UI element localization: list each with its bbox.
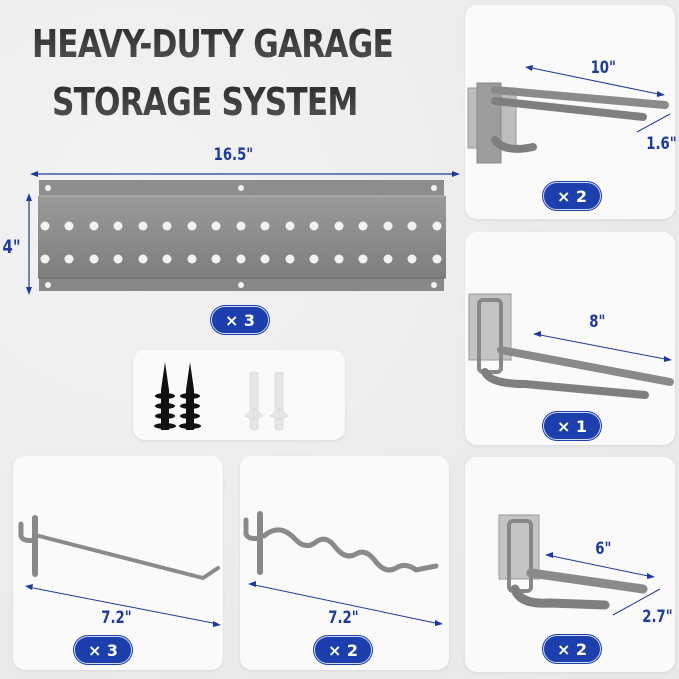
double-hook-10-image <box>467 65 671 164</box>
dim-1-6: 1.6" <box>646 134 677 154</box>
product-card-peg-hook-straight: 7.2" × 3 <box>13 456 223 670</box>
quantity-badge-double-hook-6: × 2 <box>543 635 601 663</box>
headline-line2: STORAGE SYSTEM <box>52 80 358 124</box>
product-card-double-hook-6: 6" 2.7" × 2 <box>465 457 675 672</box>
rail-width-arrow <box>30 171 460 177</box>
product-card-double-hook-10: 10" 1.6" × 2 <box>465 5 677 219</box>
quantity-badge-double-hook-8: × 1 <box>543 412 601 440</box>
dim-6: 6" <box>595 539 612 559</box>
headline-line1: HEAVY-DUTY GARAGE <box>32 22 394 66</box>
screws-image <box>154 362 289 431</box>
double-hook-6-image <box>498 514 661 616</box>
quantity-badge-double-hook-10: × 2 <box>543 182 601 210</box>
dim-10: 10" <box>590 58 616 78</box>
rail-quantity-badge: × 3 <box>211 306 269 334</box>
rail-image <box>38 180 446 291</box>
quantity-badge-peg-hook-straight: × 3 <box>74 636 132 664</box>
rail-height-label: 4" <box>2 236 21 258</box>
rail-width-label: 16.5" <box>213 145 254 165</box>
product-card-peg-hook-wavy: 7.2" × 2 <box>240 456 449 670</box>
double-hook-8-image <box>468 293 674 399</box>
product-card-double-hook-8: 8" × 1 <box>465 232 675 445</box>
dim-7-2-wavy: 7.2" <box>328 608 359 628</box>
dim-8: 8" <box>589 312 606 332</box>
peg-hook-straight-image <box>18 515 221 627</box>
dim-7-2-straight: 7.2" <box>101 608 132 628</box>
peg-hook-wavy-image <box>243 511 443 626</box>
quantity-badge-peg-hook-wavy: × 2 <box>314 636 372 664</box>
dim-2-7: 2.7" <box>642 607 673 627</box>
screws-card <box>133 350 345 440</box>
rail-height-arrow <box>26 193 32 295</box>
